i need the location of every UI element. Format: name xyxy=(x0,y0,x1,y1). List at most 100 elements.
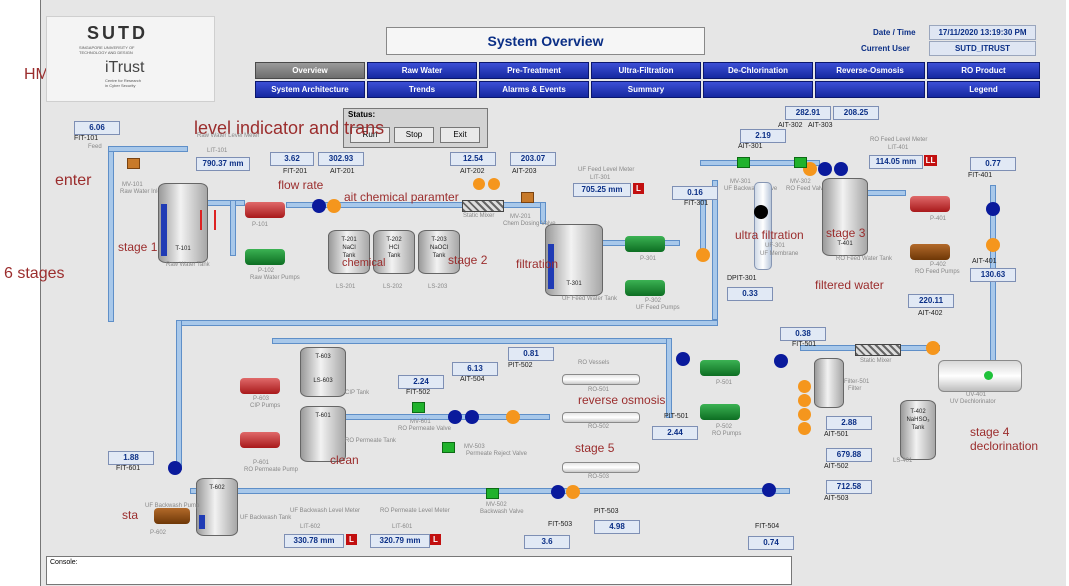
p402-pump[interactable] xyxy=(910,244,950,260)
nav-blank-1[interactable] xyxy=(703,81,813,98)
p101-pump[interactable] xyxy=(245,202,285,218)
t101-tank[interactable]: T-101 xyxy=(158,183,208,263)
mv601-valve[interactable] xyxy=(412,402,425,413)
nav-de-chlorination[interactable]: De-Chlorination xyxy=(703,62,813,79)
pit501-tag: PIT-501 xyxy=(664,413,689,420)
console-panel[interactable]: Console: xyxy=(46,556,792,585)
mv301-valve[interactable] xyxy=(737,157,750,168)
t603-tank[interactable]: T-603 LS-603 xyxy=(300,347,346,397)
mv101-valve[interactable] xyxy=(127,158,140,169)
lit301-alarm-l: L xyxy=(633,183,644,194)
p502-pump[interactable] xyxy=(700,404,740,420)
mv503-valve[interactable] xyxy=(442,442,455,453)
ait201-sensor[interactable] xyxy=(327,199,341,213)
nav-ro-product[interactable]: RO Product xyxy=(927,62,1040,79)
uv401-dechlorinator[interactable] xyxy=(938,360,1022,392)
nav-system-architecture[interactable]: System Architecture xyxy=(255,81,365,98)
t201-tank[interactable]: T-201 NaCl Tank xyxy=(328,230,370,274)
annotation-stage2: stage 2 xyxy=(448,253,488,267)
ait502-sensor[interactable] xyxy=(798,408,811,421)
p603-pump[interactable] xyxy=(240,378,280,394)
p102-pump[interactable] xyxy=(245,249,285,265)
nav-trends[interactable]: Trends xyxy=(367,81,477,98)
uf-feed-pumps-label: UF Feed Pumps xyxy=(636,305,680,311)
pit503-sensor[interactable] xyxy=(566,485,580,499)
chem-dosing-valve-label: Chem Dosing Valve xyxy=(503,221,556,227)
nav-summary[interactable]: Summary xyxy=(591,81,701,98)
fit301-sensor[interactable] xyxy=(696,248,710,262)
feed-label: Feed xyxy=(88,144,102,150)
uf301-membrane[interactable] xyxy=(754,182,772,270)
t202-tank[interactable]: T-202 HCl Tank xyxy=(373,230,415,274)
mv503-label: MV-503 xyxy=(464,444,485,450)
filter501[interactable] xyxy=(814,358,844,408)
fit401-sensor[interactable] xyxy=(986,202,1000,216)
ait203-sensor[interactable] xyxy=(488,178,500,190)
pit501-sensor[interactable] xyxy=(676,352,690,366)
ro501-vessel[interactable] xyxy=(562,374,640,385)
fit504-sensor[interactable] xyxy=(762,483,776,497)
ro-feed-water-tank-label: RO Feed Water Tank xyxy=(836,256,893,262)
nav-ultra-filtration[interactable]: Ultra-Filtration xyxy=(591,62,701,79)
lit602-alarm-l: L xyxy=(346,534,357,545)
nav-alarms-events[interactable]: Alarms & Events xyxy=(479,81,589,98)
exit-button[interactable]: Exit xyxy=(440,127,480,143)
p602-pump[interactable] xyxy=(154,508,190,524)
pit501-value: 2.44 xyxy=(652,426,698,440)
nav-legend[interactable]: Legend xyxy=(927,81,1040,98)
ait202-sensor[interactable] xyxy=(473,178,485,190)
ait501-sensor-a[interactable] xyxy=(798,380,811,393)
pit502-sensor[interactable] xyxy=(506,410,520,424)
t301-tank[interactable]: T-301 xyxy=(545,224,603,296)
ait402-tag: AIT-402 xyxy=(918,310,943,317)
ro503-vessel[interactable] xyxy=(562,462,640,473)
static-mixer-201 xyxy=(462,200,504,212)
stop-button[interactable]: Stop xyxy=(394,127,434,143)
fit503-sensor[interactable] xyxy=(551,485,565,499)
ait302-sensor[interactable] xyxy=(818,162,832,176)
nav-pre-treatment[interactable]: Pre-Treatment xyxy=(479,62,589,79)
page-title: System Overview xyxy=(386,27,705,55)
ait503-sensor[interactable] xyxy=(798,422,811,435)
mv302-valve[interactable] xyxy=(794,157,807,168)
nav-overview[interactable]: Overview xyxy=(255,62,365,79)
ait303-sensor[interactable] xyxy=(834,162,848,176)
fit601-value: 1.88 xyxy=(108,451,154,465)
ait303-value: 208.25 xyxy=(833,106,879,120)
ro502-vessel[interactable] xyxy=(562,412,640,423)
t602-tank[interactable]: T-602 xyxy=(196,478,238,536)
mv502-valve[interactable] xyxy=(486,488,499,499)
run-button[interactable]: Run xyxy=(350,127,390,143)
p601-pump[interactable] xyxy=(240,432,280,448)
t203-tank[interactable]: T-203 NaOCl Tank xyxy=(418,230,460,274)
ls202-label: LS-202 xyxy=(383,284,403,290)
uf-membrane-label: UF Membrane xyxy=(760,251,799,257)
fit501-sensor[interactable] xyxy=(774,354,788,368)
dpit301-sensor[interactable] xyxy=(754,205,768,219)
mv101-label: MV-101 xyxy=(122,182,143,188)
ait501-sensor-b[interactable] xyxy=(798,394,811,407)
nav-blank-2[interactable] xyxy=(815,81,925,98)
raw-water-inlet-valve-label: Raw Water Inlet Valve xyxy=(120,189,179,195)
fit501-tag: FIT-501 xyxy=(792,341,817,348)
nav-reverse-osmosis[interactable]: Reverse-Osmosis xyxy=(815,62,925,79)
p302-pump[interactable] xyxy=(625,280,665,296)
annotation-reverse-osmosis: reverse osmosis xyxy=(578,393,666,407)
fit201-sensor[interactable] xyxy=(312,199,326,213)
mv302-label: MV-302 xyxy=(790,179,811,185)
p301-pump[interactable] xyxy=(625,236,665,252)
fit601-sensor[interactable] xyxy=(168,461,182,475)
t402-tank[interactable]: T-402 NaHSO₃ Tank xyxy=(900,400,936,460)
t401-tank[interactable]: T-401 xyxy=(822,178,868,256)
ait401-sensor[interactable] xyxy=(986,238,1000,252)
nav-raw-water[interactable]: Raw Water xyxy=(367,62,477,79)
t601-tank[interactable]: T-601 xyxy=(300,406,346,462)
annotation-ait-chemical: ait chemical paramter xyxy=(344,190,459,204)
ait501-tag: AIT-501 xyxy=(824,431,849,438)
ait402-sensor[interactable] xyxy=(926,341,940,355)
p501-pump[interactable] xyxy=(700,360,740,376)
fit502-sensor[interactable] xyxy=(448,410,462,424)
ait504-sensor[interactable] xyxy=(465,410,479,424)
mv201-valve[interactable] xyxy=(521,192,534,203)
p401-pump[interactable] xyxy=(910,196,950,212)
